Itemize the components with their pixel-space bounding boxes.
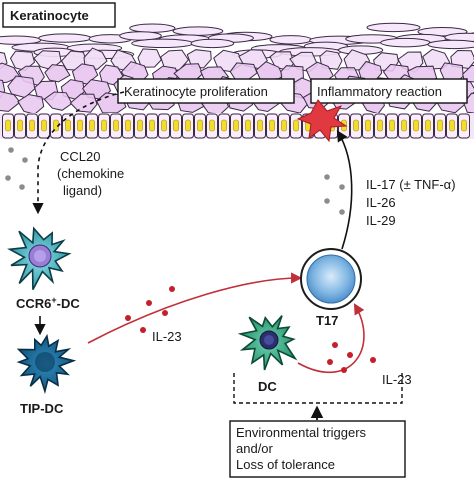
t17-cell [300, 248, 362, 310]
trigger-line1: Environmental triggers [236, 425, 367, 440]
dc-cell [237, 315, 298, 371]
ccl20-label: CCL20 [60, 149, 100, 164]
il23-left-red-dots [125, 286, 175, 333]
ccl20-dashed-arrow [32, 91, 125, 215]
dc-label: DC [258, 379, 277, 394]
ccl20-label-line3: ligand) [63, 183, 102, 198]
inflammation-star-icon [296, 99, 348, 143]
t17-to-inflammation-arrow [336, 130, 353, 250]
trigger-line2: and/or [236, 441, 274, 456]
dc-to-t17-red-arrow [297, 303, 365, 374]
tip-dc-cell [16, 333, 77, 395]
il23-left-label: IL-23 [152, 329, 182, 344]
basal-layer [0, 113, 474, 139]
il26-label: IL-26 [366, 195, 396, 210]
il23-right-red-dots [327, 342, 376, 373]
inflammation-label: Inflammatory reaction [317, 84, 442, 99]
trigger-bracket [233, 373, 403, 404]
keratinocyte-label-box: Keratinocyte [2, 2, 116, 28]
t17-label: T17 [316, 313, 338, 328]
keratinocyte-label: Keratinocyte [10, 8, 89, 23]
tip-dc-label: TIP-DC [20, 401, 64, 416]
il17-grey-dots [324, 174, 345, 215]
proliferation-label-box: Keratinocyte proliferation [117, 78, 295, 104]
ccr6-dc-label: CCR6+-DC [16, 295, 80, 311]
proliferation-label: Keratinocyte proliferation [124, 84, 268, 99]
il29-label: IL-29 [366, 213, 396, 228]
trigger-box: Environmental triggers and/or Loss of to… [229, 420, 406, 478]
ccl20-grey-dots [5, 147, 28, 190]
inflammation-label-box: Inflammatory reaction [310, 78, 468, 104]
tipdc-to-t17-red-arrow [87, 272, 303, 344]
ccl20-label-line2: (chemokine [57, 166, 124, 181]
ccr6-dc-cell [7, 226, 72, 290]
il23-right-label: IL-23 [382, 372, 412, 387]
trigger-line3: Loss of tolerance [236, 457, 335, 472]
il17-label: IL-17 (± TNF-α) [366, 177, 456, 192]
